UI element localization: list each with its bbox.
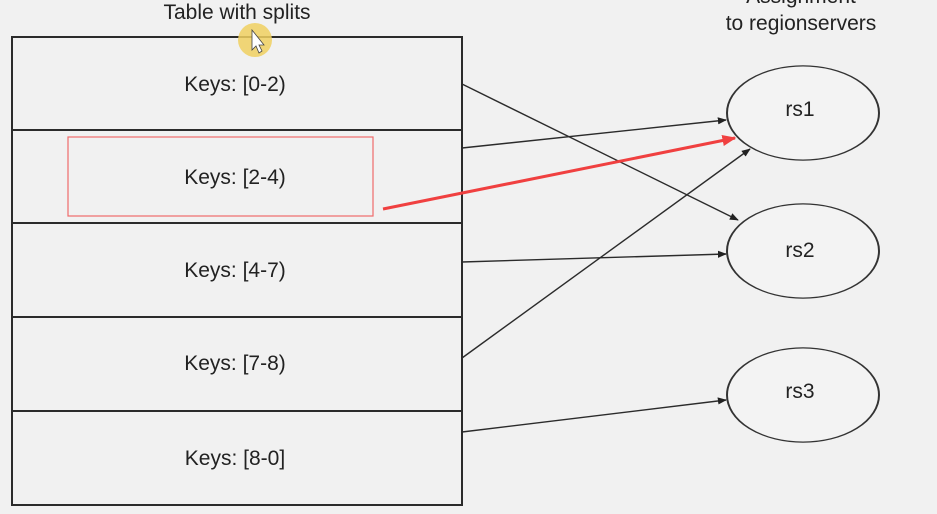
table-title: Table with splits (163, 1, 310, 24)
split-label-0: Keys: [0-2) (184, 73, 286, 96)
edge-split0-rs2 (461, 83, 739, 221)
rs1-label: rs1 (785, 98, 814, 121)
edge-split1-rs1 (461, 117, 727, 149)
rs2-node (726, 203, 880, 299)
edge-split4-rs3 (461, 397, 727, 433)
split-cell-4 (11, 410, 463, 506)
split-cell-3 (11, 316, 463, 412)
rs1-node (726, 65, 880, 161)
rs2-label: rs2 (785, 239, 814, 262)
assignment-edges (461, 83, 751, 433)
assignment-title-line1: Assignment (746, 0, 856, 8)
splits-table: Keys: [0-2) Keys: [2-4) Keys: [4-7) Keys… (11, 36, 463, 506)
split-label-3: Keys: [7-8) (184, 352, 286, 375)
assignment-title-line2: to regionservers (726, 12, 877, 35)
cursor-pointer-icon (251, 28, 265, 54)
rs3-label: rs3 (785, 380, 814, 403)
split-label-2: Keys: [4-7) (184, 259, 286, 282)
split-cell-2 (11, 222, 463, 318)
highlight-box (67, 136, 374, 217)
highlight-arrow (382, 135, 737, 211)
split-label-1: Keys: [2-4) (184, 166, 286, 189)
edge-split2-rs2 (461, 250, 727, 263)
regionserver-nodes: rs1 rs2 rs3 (726, 65, 880, 443)
rs3-node (726, 347, 880, 443)
split-label-4: Keys: [8-0] (185, 447, 285, 470)
mouse-cursor (238, 23, 272, 57)
edge-split3-rs1 (461, 148, 751, 359)
split-cell-0 (11, 36, 463, 131)
